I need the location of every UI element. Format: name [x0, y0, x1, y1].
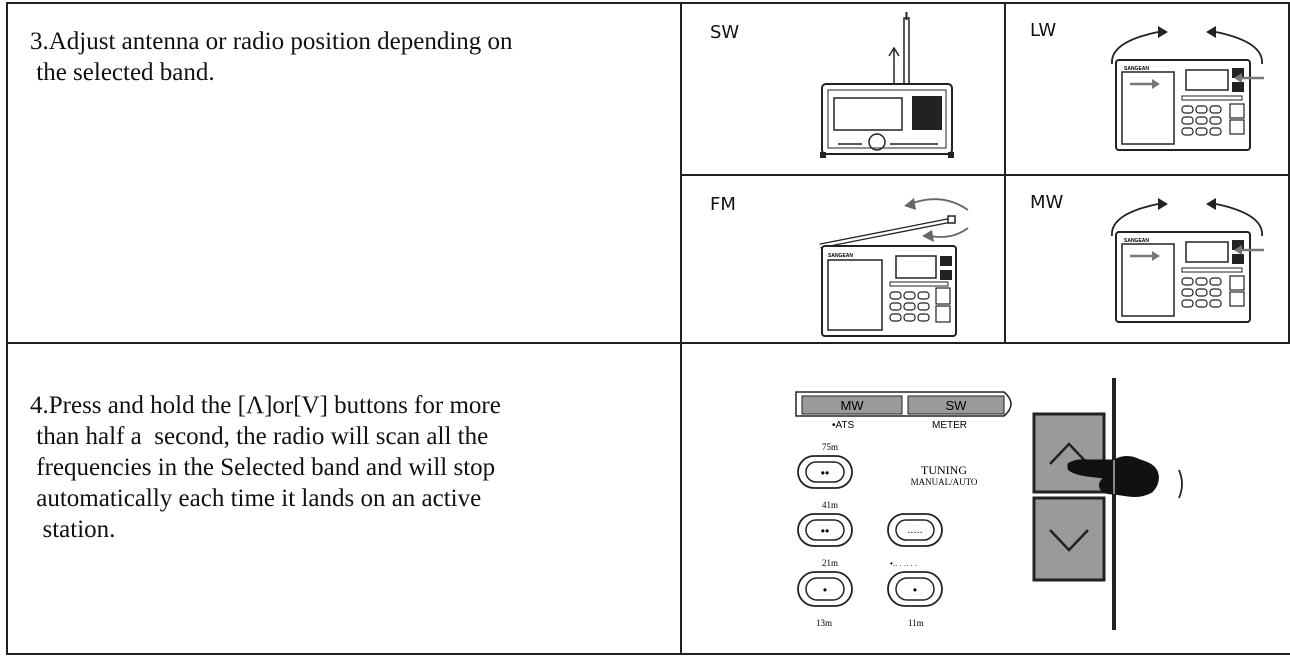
radio-brand-fm: SANGEAN: [828, 253, 853, 259]
radio-rotate-illustration-mw: SANGEAN: [1111, 198, 1264, 323]
step3-cell: 3.Adjust antenna or radio position depen…: [6, 2, 682, 344]
control-panel-cell: MW SW •ATS METER 75m •• 41m •• 21m • 13m…: [680, 342, 1290, 655]
step3-line-2: the selected band.: [30, 59, 215, 86]
key-41m-dots: ••: [821, 524, 829, 538]
step4-text: 4.Press and hold the [Λ]or[V] buttons fo…: [30, 390, 501, 545]
antenna-rod: [903, 17, 910, 89]
tuning-title: TUNING: [921, 463, 967, 477]
pointing-hand-icon: [1067, 456, 1183, 499]
key-11m-dot: •: [913, 583, 917, 597]
step4-line-3: frequencies in the Selected band and wil…: [30, 454, 496, 481]
key-75m-dots: ••: [821, 466, 829, 480]
13m-label: 13m: [816, 618, 832, 628]
tuning-subtitle: MANUAL/AUTO: [911, 477, 978, 487]
radio-side-view-illustration: [820, 12, 954, 158]
chevron-up-icon: [1049, 442, 1089, 465]
sw-cell: SW: [680, 2, 1006, 176]
mw-band-label: MW: [1030, 192, 1064, 213]
sw-band-label: SW: [710, 22, 740, 43]
sw-key-label: SW: [946, 398, 968, 413]
up-button: [1032, 412, 1106, 494]
fm-cell: FM SANGEAN: [680, 174, 1006, 344]
chevron-down-icon: [1049, 529, 1089, 552]
step3-line-1: 3.Adjust antenna or radio position depen…: [30, 28, 513, 55]
radio-brand-lw: SANGEAN: [1124, 66, 1149, 72]
step4-line-1: 4.Press and hold the [Λ]or[V] buttons fo…: [30, 392, 501, 419]
21m-label: 21m: [822, 558, 838, 568]
step4-line-4: automatically each time it lands on an a…: [30, 485, 482, 512]
control-panel-illustration: MW SW •ATS METER 75m •• 41m •• 21m • 13m…: [795, 378, 1183, 630]
mw-key-label: MW: [840, 398, 864, 413]
radio-brand-mw: SANGEAN: [1124, 238, 1149, 244]
11m-label: 11m: [908, 618, 924, 628]
fm-band-label: FM: [710, 194, 736, 215]
step4-line-5: station.: [30, 516, 116, 543]
radio-rotate-illustration-lw: SANGEAN: [1111, 26, 1264, 151]
mw-cell: MW SANGEAN: [1004, 174, 1290, 344]
down-button: [1032, 496, 1106, 582]
key-21m-dot: •: [823, 583, 827, 597]
step3-text: 3.Adjust antenna or radio position depen…: [30, 26, 513, 88]
step4-line-2: than half a second, the radio will scan …: [30, 423, 489, 450]
radio-antenna-rotate-illustration: SANGEAN: [819, 198, 969, 337]
meter-label: METER: [932, 420, 967, 431]
key-11m-marker: •.. . .. . .: [890, 559, 917, 568]
41m-label: 41m: [822, 500, 838, 510]
key-tuning-dots: .....: [907, 524, 922, 536]
mw-key: [801, 395, 903, 415]
lw-cell: LW SANGEAN: [1004, 2, 1290, 176]
step4-cell: 4.Press and hold the [Λ]or[V] buttons fo…: [6, 342, 682, 655]
lw-band-label: LW: [1030, 20, 1057, 41]
sw-key: [907, 395, 1005, 415]
ats-label: •ATS: [832, 420, 855, 431]
75m-label: 75m: [822, 442, 838, 452]
